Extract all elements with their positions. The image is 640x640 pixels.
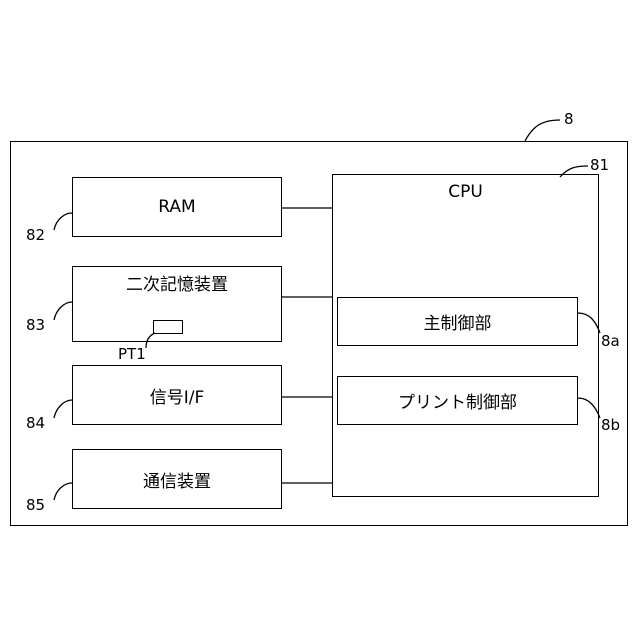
ram-label: RAM [158, 197, 195, 217]
ref-83: 83 [26, 316, 45, 334]
cpu-label: CPU [333, 182, 598, 202]
comm-label: 通信装置 [143, 467, 211, 492]
ref-84: 84 [26, 414, 45, 432]
ref-82: 82 [26, 226, 45, 244]
signal-if-block: 信号I/F [72, 365, 282, 425]
ref-pt1: PT1 [118, 345, 146, 363]
pt1-element [153, 320, 183, 334]
comm-block: 通信装置 [72, 449, 282, 509]
ref-81: 81 [590, 156, 609, 174]
main-ctrl-block: 主制御部 [337, 297, 578, 346]
storage-label: 二次記憶装置 [73, 275, 281, 295]
ref-8a: 8a [601, 332, 620, 350]
ref-8b: 8b [601, 416, 620, 434]
signal-if-label: 信号I/F [150, 383, 205, 408]
storage-block: 二次記憶装置 [72, 266, 282, 342]
main-ctrl-label: 主制御部 [424, 309, 492, 334]
ref-8: 8 [564, 110, 574, 128]
ref-85: 85 [26, 496, 45, 514]
print-ctrl-label: プリント制御部 [398, 388, 517, 413]
ram-block: RAM [72, 177, 282, 237]
print-ctrl-block: プリント制御部 [337, 376, 578, 425]
